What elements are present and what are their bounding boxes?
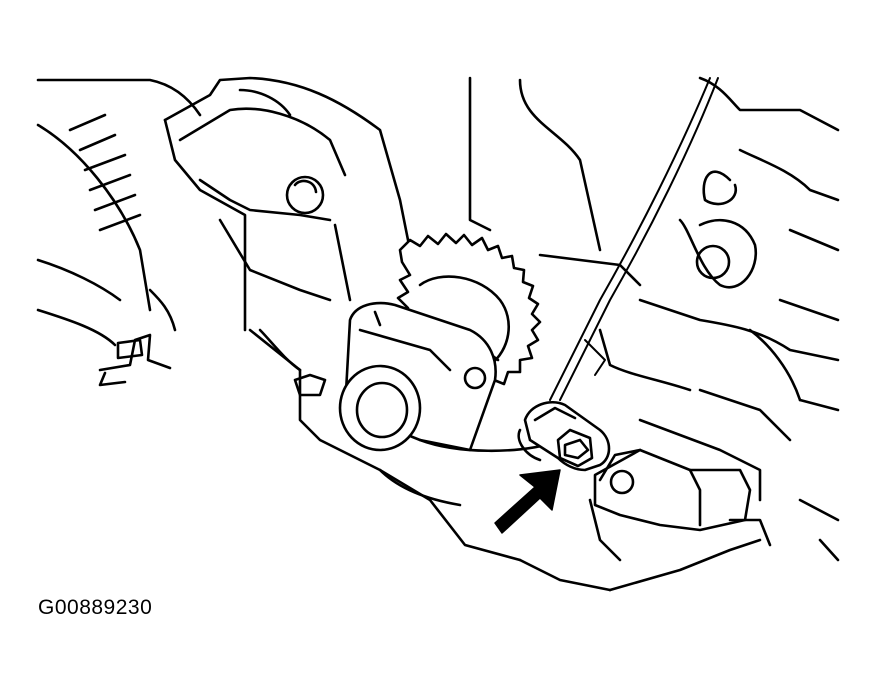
crank-hub	[338, 301, 497, 452]
sensor-bolt	[517, 400, 611, 472]
upper-bracket	[163, 76, 412, 332]
left-housing	[36, 78, 202, 387]
tensioner-bracket	[588, 448, 752, 562]
lower-housing	[248, 328, 612, 592]
right-housing	[598, 76, 840, 592]
figure-id-label: G00889230	[38, 596, 153, 619]
arrow-pointer-icon	[494, 469, 561, 534]
sensor-wire	[549, 77, 719, 401]
